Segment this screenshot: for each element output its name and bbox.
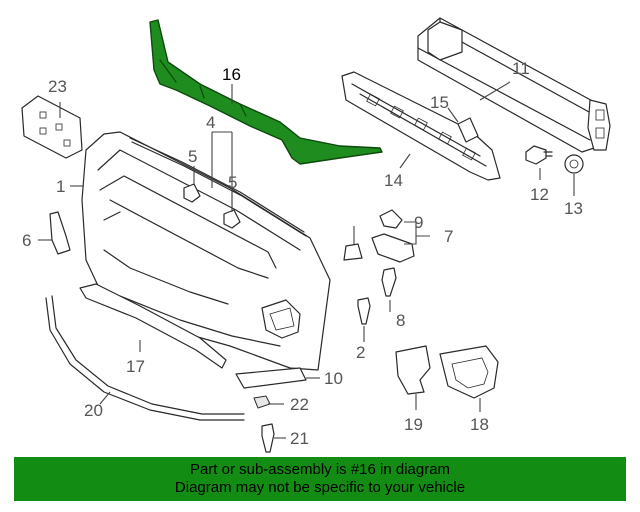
callout-2: 2 — [356, 343, 365, 362]
part-7-bracket[interactable] — [371, 233, 415, 263]
callout-labels: 16 1 2 4 5 5 6 7 8 9 10 11 12 13 14 15 1… — [22, 59, 583, 448]
callout-17: 17 — [126, 357, 145, 376]
part-14-energy-absorber[interactable] — [341, 71, 501, 181]
banner-line-2: Diagram may not be specific to your vehi… — [174, 479, 466, 496]
callout-13: 13 — [564, 199, 583, 218]
part-23-plate-bracket[interactable] — [21, 95, 83, 159]
callout-5-right: 5 — [228, 173, 237, 192]
part-17-lower-trim[interactable] — [79, 283, 227, 369]
part-22-small-clip[interactable] — [253, 395, 271, 409]
part-8-screw[interactable] — [381, 267, 397, 297]
part-9-retainer[interactable] — [379, 209, 403, 229]
callout-5-left: 5 — [188, 147, 197, 166]
callout-23: 23 — [48, 77, 67, 96]
info-banner: Part or sub-assembly is #16 in diagram D… — [14, 457, 626, 501]
part-21-bolt[interactable] — [261, 423, 275, 453]
callout-14: 14 — [384, 171, 403, 190]
part-18-lamp-bezel[interactable] — [439, 345, 499, 399]
part-16-upper-trim-strip[interactable] — [149, 19, 383, 165]
part-19-lamp-bracket[interactable] — [395, 345, 431, 395]
leader-lines — [38, 81, 575, 439]
callout-7: 7 — [444, 227, 453, 246]
callout-20: 20 — [84, 401, 103, 420]
part-2-bolt[interactable] — [357, 297, 371, 325]
callout-12: 12 — [530, 185, 549, 204]
callout-18: 18 — [470, 415, 489, 434]
callout-1: 1 — [56, 177, 65, 196]
part-4-molding[interactable] — [129, 137, 307, 237]
parts-diagram: 16 1 2 4 5 5 6 7 8 9 10 11 12 13 14 15 1… — [21, 17, 611, 453]
callout-10: 10 — [324, 369, 343, 388]
callout-9: 9 — [414, 213, 423, 232]
part-1-bumper-cover[interactable] — [81, 131, 331, 371]
part-10-lower-bracket[interactable] — [235, 367, 307, 389]
banner-line-1: Part or sub-assembly is #16 in diagram — [189, 461, 451, 478]
callout-8: 8 — [396, 311, 405, 330]
part-6-side-bracket[interactable] — [49, 211, 71, 255]
part-13-nut[interactable] — [564, 154, 584, 174]
callout-21: 21 — [290, 429, 309, 448]
callout-15: 15 — [430, 93, 449, 112]
part-5-clip-left[interactable] — [183, 183, 201, 203]
part-12-bolt[interactable] — [525, 145, 553, 165]
callout-16: 16 — [222, 65, 241, 84]
callout-6: 6 — [22, 231, 31, 250]
callout-19: 19 — [404, 415, 423, 434]
part-11-bumper-beam[interactable] — [417, 17, 611, 153]
callout-4: 4 — [206, 113, 215, 132]
callout-22: 22 — [290, 395, 309, 414]
part-15-pad[interactable] — [457, 117, 479, 143]
callout-11: 11 — [512, 59, 530, 78]
part-3-push-clip[interactable] — [343, 243, 363, 261]
part-20-lip-strip[interactable] — [45, 295, 245, 421]
